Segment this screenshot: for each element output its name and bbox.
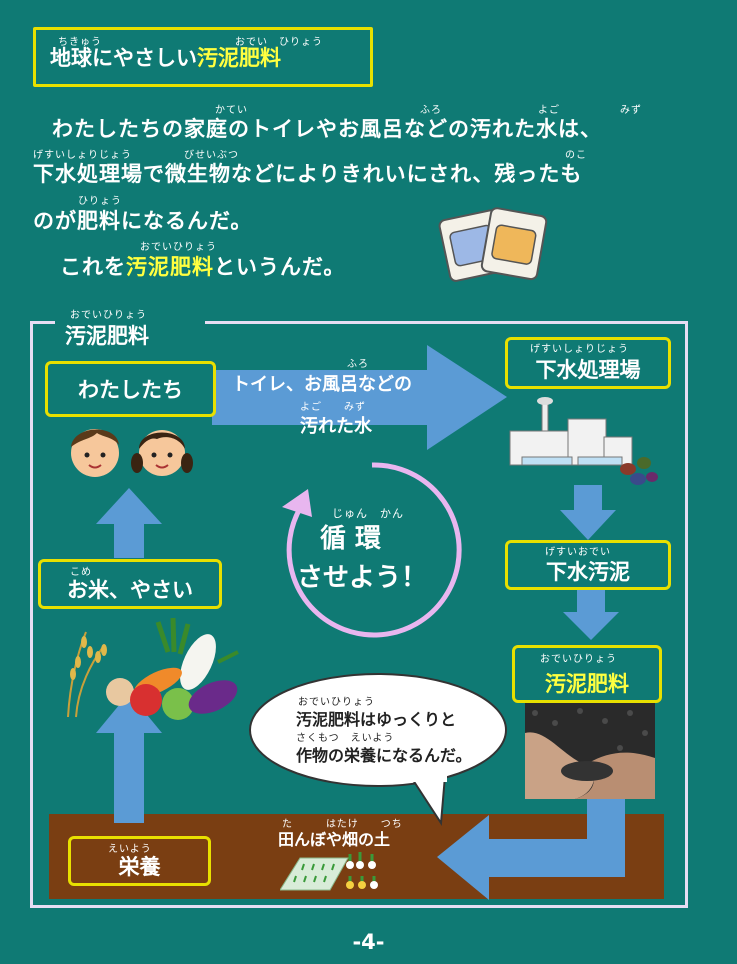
intro-ruby-gesui: げすいしょりじょう [33,150,132,161]
eiyo-label: 栄養 [118,855,161,879]
soil-label: 田んぼや畑の土 [278,830,391,849]
junkan-line-2: させよう！ [297,563,428,593]
arrow-to-soil [437,795,625,900]
toilet-line-1: トイレ、お風呂などの [232,374,412,395]
odei-hiryo-label: 汚泥肥料 [545,672,629,696]
junkan-ruby: じゅん かん [332,507,404,520]
toilet-line-2: 汚れた水 [300,416,372,437]
intro-line-4-suffix: というんだ。 [214,255,346,279]
toilet-ruby-furo: ふろ [347,359,369,370]
title-ruby-1: ちきゅう [58,37,102,48]
fertilizer-bags-illustration [438,207,548,282]
arrow-down-to-fertilizer [563,590,619,640]
frame-label-ruby: おでいひりょう [70,310,147,321]
bubble-ruby-2: さくもつ えいよう [296,733,395,744]
frame-label-bg [55,312,205,352]
intro-line-4-highlight: 汚泥肥料 [126,255,214,279]
vegetables-illustration [67,617,239,720]
diagram-frame [30,321,688,908]
box-gesui-odei: 下水汚泥 [505,540,671,590]
box-gesui-shorijo: 下水処理場 [505,337,671,389]
fertilizer-in-hands-photo [525,703,655,799]
intro-line-2: 下水処理場で微生物などによりきれいにされ、残ったも [33,162,583,186]
intro-ruby-hiryo: ひりょう [78,196,122,207]
arrow-up-to-us [96,488,162,558]
intro-line-4: これを汚泥肥料というんだ。 [60,251,345,281]
bubble-ruby-1: おでいひりょう [298,697,375,708]
intro-ruby-yogo: よご [538,105,560,116]
intro-line-3: のが肥料になるんだ。 [33,209,253,233]
arrow-down-to-sludge [560,485,616,540]
field-illustration [280,852,378,891]
gesui-shorijo-label: 下水処理場 [535,358,641,382]
intro-line-1: わたしたちの家庭のトイレやお風呂などの汚れた水は、 [52,117,602,141]
intro-ruby-noko: のこ [565,150,587,161]
title-prefix: 地球にやさしい [50,46,197,70]
speech-bubble [249,673,507,826]
treatment-plant-illustration [509,397,658,485]
cycle-circle [282,462,462,638]
junkan-line-1: 循 環 [320,524,382,554]
title-ruby-2: おでい ひりょう [235,37,323,48]
box-watashitachi: わたしたち [45,361,216,417]
odei-hiryo-ruby: おでいひりょう [540,654,617,665]
bubble-line-2: 作物の栄養になるんだ。 [296,746,472,765]
okome-ruby: こめ [70,567,92,578]
eiyo-ruby: えいよう [108,844,152,855]
children-faces-illustration [71,429,193,477]
page-number: -4- [352,930,385,954]
box-odei-hiryo: 汚泥肥料 [512,645,662,703]
arrow-to-treatment-plant [212,345,507,450]
intro-line-4-prefix: これを [60,255,126,279]
intro-ruby-odeihiryo: おでいひりょう [140,242,217,253]
box-eiyo: 栄養 [68,836,211,886]
intro-ruby-biseibutsu: びせいぶつ [184,150,239,161]
toilet-ruby-yogore: よご みず [300,402,366,413]
okome-yasai-label: お米、やさい [67,578,193,602]
intro-ruby-furo: ふろ [420,105,442,116]
gesui-odei-ruby: げすいおでい [545,547,611,558]
intro-ruby-kasei: かてい [215,105,248,116]
gesui-shorijo-ruby: げすいしょりじょう [530,344,629,355]
gesui-odei-label: 下水汚泥 [546,560,630,584]
title-highlight: 汚泥肥料 [197,46,281,70]
frame-label: 汚泥肥料 [65,324,149,348]
soil-ruby: た はたけ つち [282,819,403,830]
arrow-up-to-crops [96,693,162,823]
title-box: 地球にやさしい汚泥肥料 [33,27,373,87]
box-okome-yasai: お米、やさい [38,559,222,609]
bubble-line-1: 汚泥肥料はゆっくりと [296,710,457,729]
intro-ruby-mizu: みず [620,105,642,116]
